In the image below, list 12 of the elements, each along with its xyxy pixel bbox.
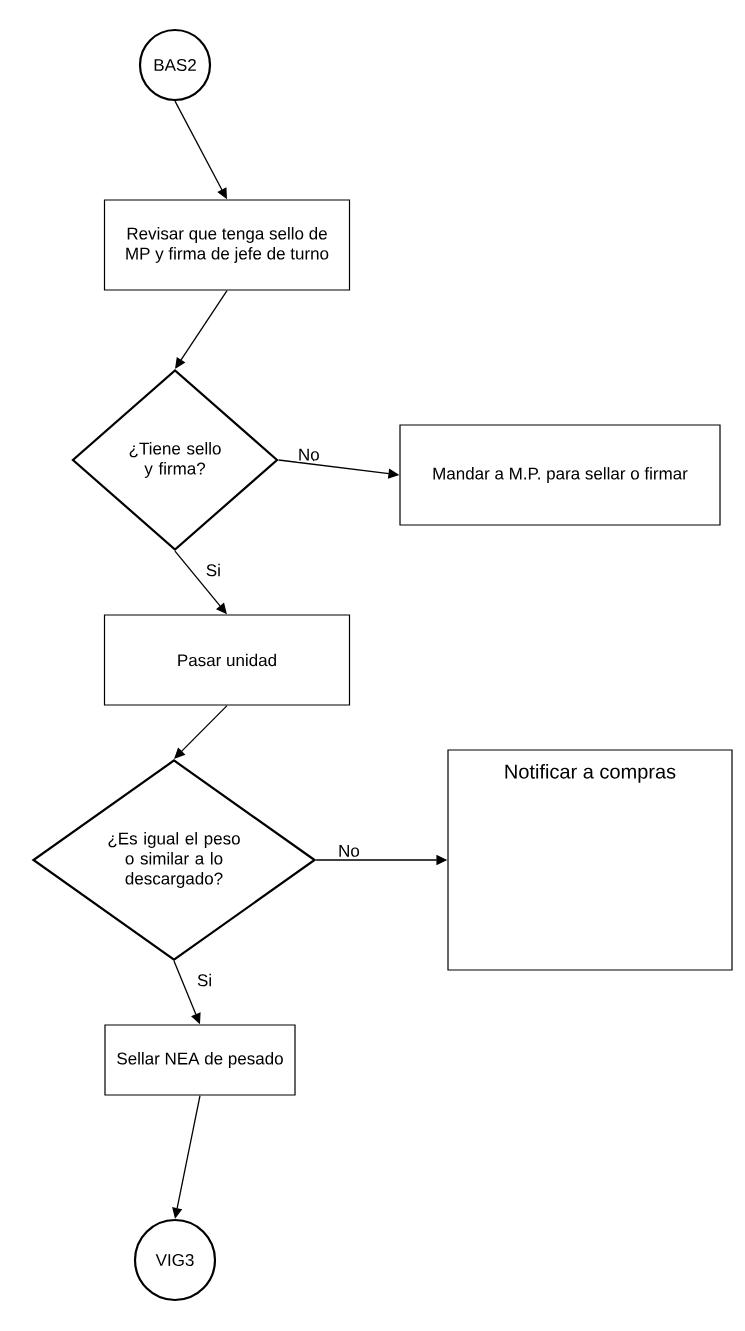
edge-label: No xyxy=(296,447,321,462)
arrow xyxy=(175,289,228,369)
edge-label: Si xyxy=(196,972,214,988)
process-box: Revisar que tenga sello de MP y firma de jefe de turno xyxy=(103,199,351,291)
process-box: Pasar unidad xyxy=(103,614,351,706)
arrow xyxy=(172,1094,201,1219)
arrow xyxy=(174,704,228,759)
edge-label: No xyxy=(337,843,361,858)
process-box: Mandar a M.P. para sellar o firmar xyxy=(399,424,721,526)
process-box: Sellar NEA de pesado xyxy=(104,1024,296,1096)
process-box: Notificar a compras xyxy=(447,749,733,971)
edge-label: Si xyxy=(204,562,222,578)
